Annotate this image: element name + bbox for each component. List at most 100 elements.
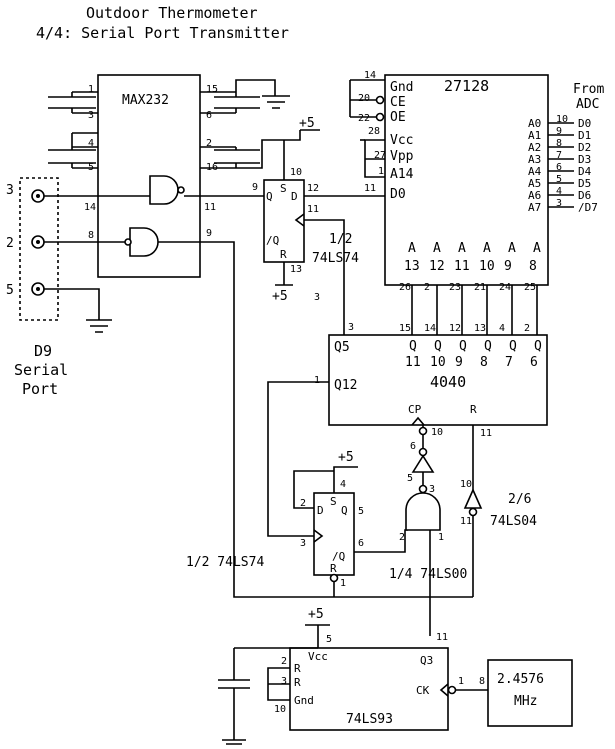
eprom-high-a-0: A — [408, 241, 416, 256]
eprom-oe: OE — [390, 110, 406, 125]
eprom-addr-pin-2: 8 — [556, 138, 562, 149]
c4040-qn-2: 9 — [455, 355, 463, 370]
c4040-qpin-3: 13 — [474, 323, 486, 334]
c93-pin-5: 5 — [326, 634, 332, 645]
inv2-in: 11 — [460, 516, 472, 527]
eprom-addr-pin-7: 3 — [556, 198, 562, 209]
plus5-top: +5 — [299, 116, 315, 131]
eprom-high-n-4: 9 — [504, 259, 512, 274]
ff2-pin-6: 6 — [358, 538, 364, 549]
eprom-high-pin-4: 24 — [499, 282, 511, 293]
serial-pin-2: 2 — [6, 236, 14, 251]
counter-74ls93: 74LS93 Vcc R R Gnd Q3 CK 5 2 3 10 11 1 +… — [218, 607, 464, 745]
eprom-high-a-2: A — [458, 241, 466, 256]
eprom-pin-14: 14 — [364, 70, 376, 81]
serial-label-1: D9 — [34, 342, 52, 360]
eprom-pin-28: 28 — [368, 126, 380, 137]
nand-pin-3: 3 — [429, 484, 435, 495]
osc-label-2: MHz — [514, 694, 537, 709]
adc-data-4: D4 — [578, 165, 592, 178]
ff2-pin-3: 3 — [300, 538, 306, 549]
eprom-addr-pin-4: 6 — [556, 162, 562, 173]
counter-4040-label: 4040 — [430, 373, 466, 391]
c4040-qn-0: 11 — [405, 355, 421, 370]
flipflop-top-74ls74: S D Q /Q R 10 12 9 13 11 1/2 74LS74 3 +5… — [200, 116, 473, 598]
ff2-d: D — [317, 504, 324, 517]
eprom-high-pin-5: 25 — [524, 282, 536, 293]
c4040-qpin-2: 12 — [449, 323, 461, 334]
ff2-nq: /Q — [332, 550, 345, 563]
max232-pin-15: 15 — [206, 84, 218, 95]
max232-pin-16: 16 — [206, 162, 218, 173]
max232-pin-11: 11 — [204, 202, 216, 213]
eprom-pin-11: 11 — [364, 183, 376, 194]
c93-pin-10: 10 — [274, 704, 286, 715]
ff2-pin-5: 5 — [358, 506, 364, 517]
ff1-name-2: 74LS74 — [312, 251, 359, 266]
c93-pin-1: 1 — [458, 676, 464, 687]
schematic-title: Outdoor Thermometer 4/4: Serial Port Tra… — [36, 4, 289, 42]
eprom-addr-4: A4 — [528, 165, 542, 178]
max232-pin-2: 2 — [206, 138, 212, 149]
counter-4040: 4040 Q5 3 Q12 1 CP 10 R 11 Q1115Q1014Q91… — [267, 285, 548, 537]
eprom-pin-27: 27 — [374, 150, 386, 161]
eprom-addr-5: A5 — [528, 177, 541, 190]
eprom-high-a-1: A — [433, 241, 441, 256]
ff1-pin-12: 12 — [307, 183, 319, 194]
nand-name: 1/4 74LS00 — [389, 567, 467, 582]
inv1-in: 5 — [407, 473, 413, 484]
eprom-high-pin-1: 2 — [424, 282, 430, 293]
eprom-high-a-4: A — [508, 241, 516, 256]
adc-data-0: D0 — [578, 117, 591, 130]
ff1-nq: /Q — [266, 234, 279, 247]
from-adc-2: ADC — [576, 97, 599, 112]
serial-pin-5: 5 — [6, 283, 14, 298]
c4040-q-3: Q — [484, 339, 492, 354]
serial-label-2: Serial — [14, 361, 68, 379]
c93-pin-11: 11 — [436, 632, 448, 643]
plus5-ff2: +5 — [338, 450, 354, 465]
max232-pin-8: 8 — [88, 230, 94, 241]
c4040-q5: Q5 — [334, 340, 350, 355]
osc-label-1: 2.4576 — [497, 672, 544, 687]
c4040-q-2: Q — [459, 339, 467, 354]
adc-data-5: D5 — [578, 177, 591, 190]
serial-pin-3: 3 — [6, 183, 14, 198]
c4040-q5-pin: 3 — [348, 322, 354, 333]
c4040-qpin-4: 4 — [499, 323, 505, 334]
ff2-r: R — [330, 562, 337, 575]
eprom-addr-pin-1: 9 — [556, 126, 562, 137]
eprom-addr-1: A1 — [528, 129, 541, 142]
eprom-pin-22: 22 — [358, 113, 370, 124]
nand-gate-74ls00: 3 2 1 1/4 74LS00 — [389, 472, 467, 636]
max232-pin-3: 3 — [88, 110, 94, 121]
oscillator-2.4576mhz: 2.4576 MHz 8 — [456, 659, 573, 727]
c4040-qn-3: 8 — [480, 355, 488, 370]
c93-r2: R — [294, 676, 301, 689]
ff1-name-1: 1/2 — [329, 232, 352, 247]
c93-ck: CK — [416, 684, 430, 697]
c4040-qn-1: 10 — [430, 355, 446, 370]
eprom-high-n-2: 11 — [454, 259, 470, 274]
c93-q3: Q3 — [420, 654, 433, 667]
inv2-name: 2/6 — [508, 492, 531, 507]
max232-pin-1: 1 — [88, 84, 94, 95]
ff2-q: Q — [341, 504, 348, 517]
eprom-addr-3: A3 — [528, 153, 541, 166]
eprom-addr-pin-0: 10 — [556, 114, 568, 125]
eprom-vcc: Vcc — [390, 133, 413, 148]
inverter-right-74ls04: 10 11 2/6 74LS04 — [460, 425, 537, 597]
c93-pin-3: 3 — [281, 676, 287, 687]
eprom-high-a-5: A — [533, 241, 541, 256]
eprom-addr-0: A0 — [528, 117, 541, 130]
eprom-vpp: Vpp — [390, 149, 414, 164]
eprom-27128: 27128 Gnd CE OE Vcc Vpp A14 D0 14 20 22 … — [349, 70, 604, 293]
ff1-pin-11: 11 — [307, 204, 319, 215]
eprom-addr-pin-6: 4 — [556, 186, 562, 197]
inv2-out: 10 — [460, 479, 472, 490]
c4040-cp: CP — [408, 403, 422, 416]
ff2-name: 1/2 74LS74 — [186, 555, 264, 570]
adc-data-6: D6 — [578, 189, 591, 202]
